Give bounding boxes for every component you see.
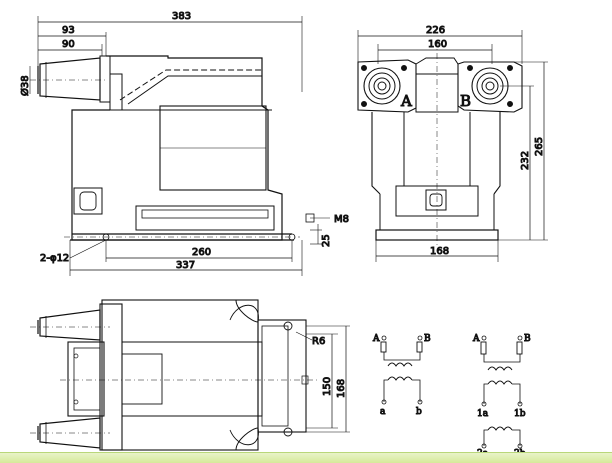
- dim-diameter: Ø38: [19, 75, 31, 96]
- wiring2-sec1-b: 1b: [514, 409, 526, 419]
- page-footer-band: [0, 452, 612, 463]
- dim-150: 150: [322, 377, 333, 396]
- wiring-diagram-single: [380, 335, 423, 405]
- dim-337: 337: [176, 260, 195, 271]
- terminal-a-label: A: [400, 92, 412, 110]
- dim-232: 232: [520, 151, 531, 170]
- dim-226: 226: [426, 25, 445, 36]
- wiring-diagram-dual: [480, 335, 523, 449]
- terminal-b-label: B: [460, 92, 471, 110]
- dim-265: 265: [534, 137, 545, 156]
- wiring2-sec1-a: 1a: [477, 409, 489, 419]
- dim-93: 93: [62, 25, 75, 36]
- dim-r6: R6: [312, 336, 325, 347]
- side-view: [357, 30, 548, 262]
- dim-168-top: 168: [336, 379, 347, 398]
- dim-168-side: 168: [430, 246, 449, 257]
- wiring1-primary-b: B: [424, 334, 431, 344]
- wiring2-primary-b: B: [524, 334, 531, 344]
- dim-m8: M8: [334, 214, 349, 225]
- wiring1-secondary-b: b: [416, 407, 422, 417]
- dim-hole: 2-φ12: [40, 253, 69, 264]
- dim-overall-width: 383: [172, 11, 191, 22]
- dim-160: 160: [428, 39, 447, 50]
- dim-260: 260: [192, 247, 211, 258]
- wiring1-secondary-a: a: [380, 407, 386, 417]
- dim-90: 90: [62, 39, 75, 50]
- wiring2-primary-a: A: [472, 334, 480, 344]
- wiring1-primary-a: A: [372, 334, 380, 344]
- top-view: [30, 299, 350, 451]
- front-view: [29, 16, 330, 276]
- dim-25: 25: [321, 234, 332, 247]
